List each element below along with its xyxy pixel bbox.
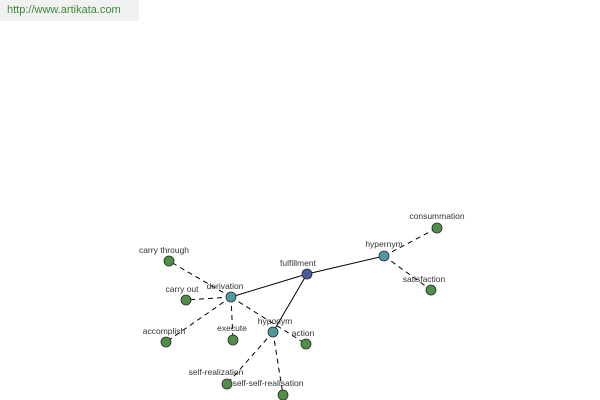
node-label-self-realization: self-realization — [189, 367, 244, 377]
node-label-execute: execute — [217, 323, 247, 333]
edge-hyponym-self-realization — [226, 331, 274, 385]
edge-derivation-carry-out — [185, 296, 232, 301]
labels-layer: fulfillment hypernym derivation hyponym cons… — [139, 211, 465, 388]
node-derivation[interactable] — [225, 291, 237, 303]
node-label-hyponym: hyponym — [258, 316, 293, 326]
edge-fulfillment-derivation — [230, 273, 308, 298]
node-action[interactable] — [300, 338, 312, 350]
source-link[interactable]: http://www.artikata.com — [0, 0, 139, 21]
edge-hypernym-satisfaction — [383, 255, 432, 291]
node-carry-out[interactable] — [180, 294, 192, 306]
node-hyponym[interactable] — [267, 326, 279, 338]
nodes-layer — [160, 222, 443, 400]
node-execute[interactable] — [227, 334, 239, 346]
node-carry-through[interactable] — [163, 255, 175, 267]
edge-hyponym-self-self-realisation — [272, 331, 284, 396]
edge-derivation-action — [230, 296, 307, 345]
node-self-self-realisation[interactable] — [277, 389, 289, 400]
node-label-accomplish: accomplish — [143, 326, 186, 336]
node-label-derivation: derivation — [207, 281, 244, 291]
node-label-hypernym: hypernym — [365, 239, 402, 249]
node-hypernym[interactable] — [378, 250, 390, 262]
node-label-consummation: consummation — [409, 211, 465, 221]
edge-derivation-carry-through — [168, 260, 232, 298]
node-label-self-self-realisation: self-self-realisation — [233, 378, 304, 388]
node-self-realization[interactable] — [221, 378, 233, 390]
node-label-carry-through: carry through — [139, 245, 189, 255]
node-label-carry-out: carry out — [165, 284, 199, 294]
node-label-satisfaction: satisfaction — [403, 274, 446, 284]
node-label-fulfillment: fulfillment — [280, 258, 317, 268]
edge-derivation-execute — [230, 296, 234, 341]
node-satisfaction[interactable] — [425, 284, 437, 296]
node-accomplish[interactable] — [160, 336, 172, 348]
edges-layer — [165, 227, 438, 396]
edge-fulfillment-hyponym — [272, 273, 308, 333]
edge-fulfillment-hypernym — [306, 255, 385, 275]
node-consummation[interactable] — [431, 222, 443, 234]
node-label-action: action — [292, 328, 315, 338]
edge-hypernym-consummation — [383, 227, 438, 257]
edge-derivation-accomplish — [165, 296, 232, 343]
node-fulfillment[interactable] — [301, 268, 313, 280]
